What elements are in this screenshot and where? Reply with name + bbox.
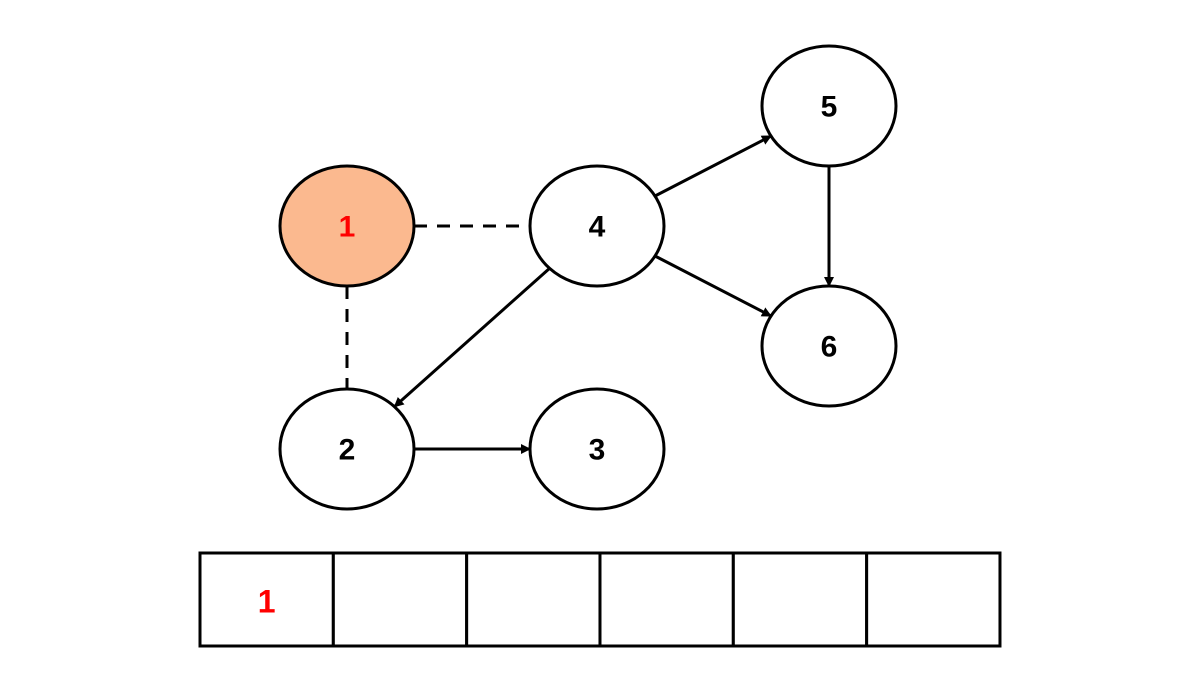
array-cell-box xyxy=(198,551,335,648)
node-circle xyxy=(528,164,666,288)
array-cell-box xyxy=(465,551,602,648)
array-cell-box xyxy=(731,551,869,648)
graph-node-5: 5 xyxy=(760,44,898,168)
array-cell-box xyxy=(331,551,469,648)
nodes-layer: 1 2 3 4 5 6 xyxy=(278,44,898,511)
edge-4-6 xyxy=(654,254,772,318)
edge-4-2 xyxy=(393,267,551,408)
graph-node-4: 4 xyxy=(528,164,666,288)
array-cell-value: 1 xyxy=(258,584,276,620)
graph-node-3: 3 xyxy=(528,387,666,511)
array-cell-4 xyxy=(598,551,735,648)
edge-4-5 xyxy=(654,134,772,198)
graph-node-2: 2 xyxy=(278,387,416,511)
node-label: 3 xyxy=(589,434,606,467)
order-array: 1 xyxy=(198,551,1002,648)
array-cell-5 xyxy=(731,551,869,648)
edges-layer xyxy=(345,134,834,454)
node-circle xyxy=(528,387,666,511)
array-cell-6 xyxy=(865,551,1002,648)
node-circle xyxy=(278,164,416,288)
node-circle xyxy=(760,44,898,168)
node-label: 5 xyxy=(821,91,838,124)
array-cell-3 xyxy=(465,551,602,648)
node-circle xyxy=(760,284,898,408)
array-cell-box xyxy=(865,551,1002,648)
array-cell-2 xyxy=(331,551,469,648)
node-label: 4 xyxy=(589,211,606,244)
array-cell-1: 1 xyxy=(198,551,335,648)
array-cell-box xyxy=(598,551,735,648)
graph-node-1: 1 xyxy=(278,164,416,288)
node-label: 6 xyxy=(821,331,838,364)
node-label: 1 xyxy=(339,211,356,244)
node-circle xyxy=(278,387,416,511)
graph-node-6: 6 xyxy=(760,284,898,408)
node-label: 2 xyxy=(339,434,356,467)
